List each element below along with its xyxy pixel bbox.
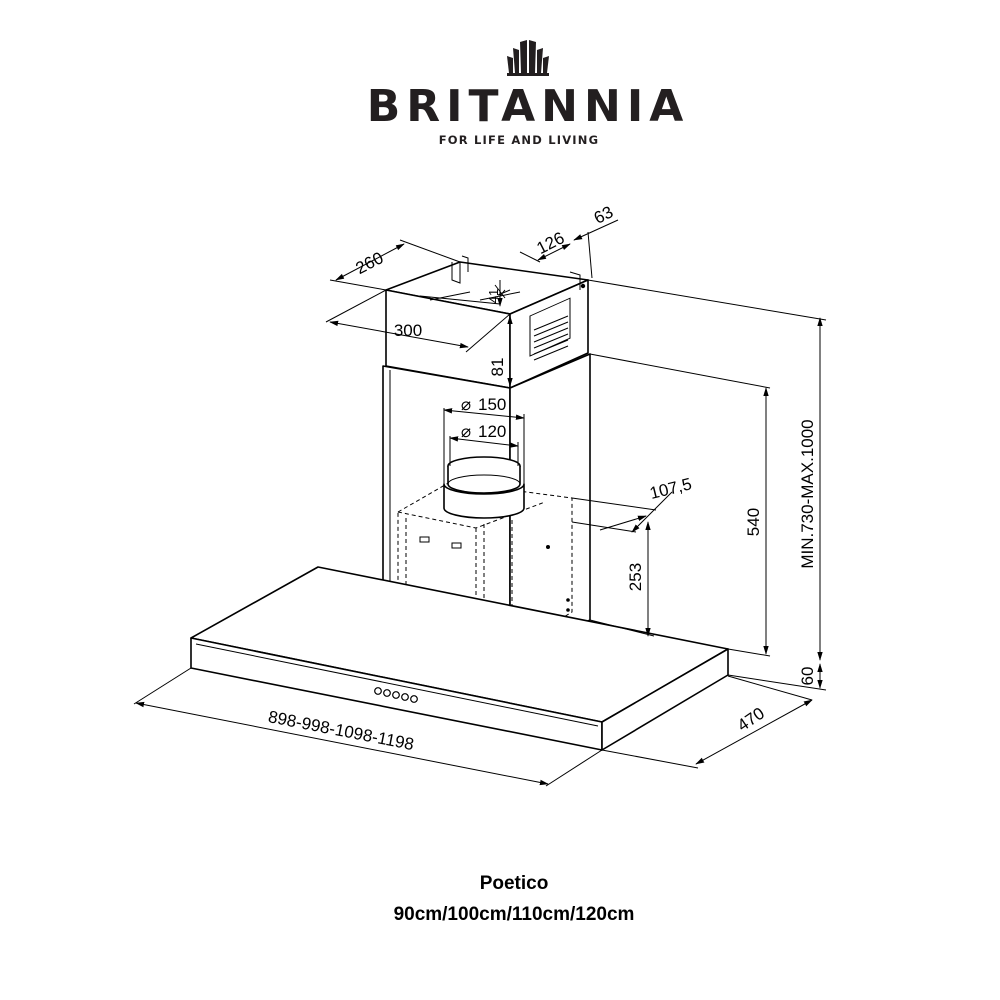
dim-300: 300: [394, 321, 422, 340]
dim-120: 120: [478, 422, 506, 441]
dim-107-5: 107,5: [648, 474, 694, 503]
dim-total-height: MIN.730-MAX.1000: [798, 419, 817, 568]
diameter-icon: ⌀: [461, 395, 471, 414]
diameter-150: ⌀ 150: [461, 395, 507, 414]
dim-470: 470: [734, 704, 768, 736]
product-caption: Poetico 90cm/100cm/110cm/120cm: [394, 873, 635, 925]
dim-540: 540: [744, 508, 763, 536]
diameter-120: ⌀ 120: [461, 422, 507, 441]
diameter-icon: ⌀: [461, 422, 471, 441]
model-name: Poetico: [480, 873, 549, 894]
dim-81: 81: [488, 358, 507, 377]
dim-150: 150: [478, 395, 506, 414]
vent-slots: [529, 297, 571, 361]
exhaust-spigot: [443, 456, 525, 519]
model-sizes: 90cm/100cm/110cm/120cm: [394, 904, 635, 925]
dim-41: 41: [486, 289, 501, 303]
britannia-logo: BRITANNIA FOR LIFE AND LIVING: [367, 40, 690, 147]
dim-60: 60: [798, 667, 817, 686]
dim-253: 253: [626, 563, 645, 591]
dim-126: 126: [534, 228, 568, 258]
dimension-lines: [133, 219, 827, 787]
dim-63: 63: [591, 202, 616, 228]
brand-name: BRITANNIA: [367, 81, 690, 132]
dim-260: 260: [353, 248, 387, 278]
control-buttons: [374, 687, 418, 703]
cooker-hood: [190, 255, 729, 751]
crown-icon: [507, 40, 549, 76]
dim-width: 898-998-1098-1198: [267, 707, 416, 754]
brand-tagline: FOR LIFE AND LIVING: [439, 133, 600, 147]
